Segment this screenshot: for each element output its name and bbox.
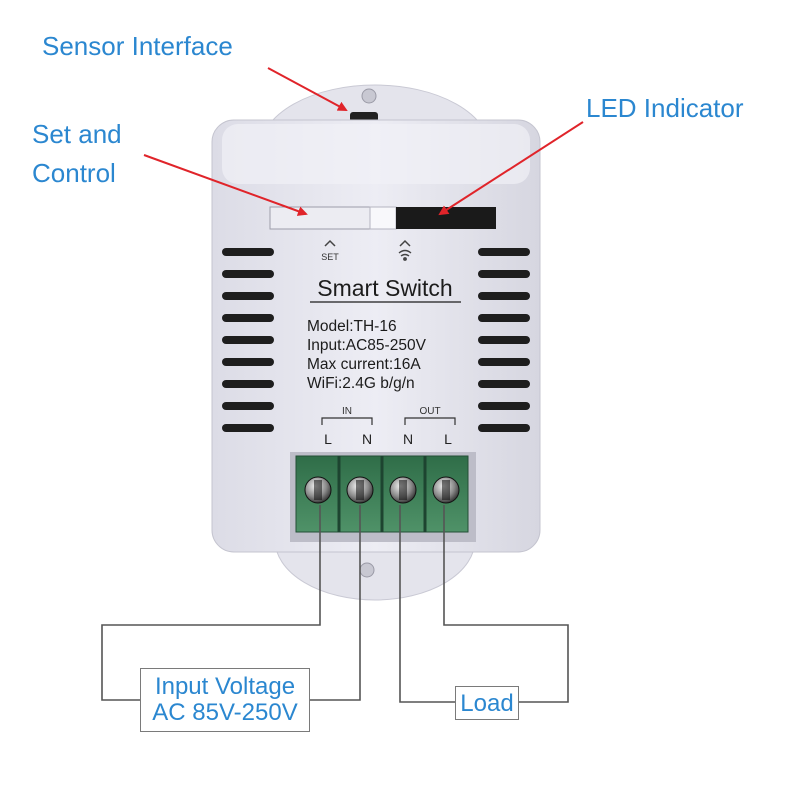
terminal-label-in-l: L bbox=[324, 431, 332, 447]
wire-in-n bbox=[310, 505, 361, 701]
led-window bbox=[396, 207, 496, 229]
spec-max-current: Max current:16A bbox=[307, 356, 421, 373]
wiring bbox=[101, 505, 569, 703]
input-voltage-line2: AC 85V-250V bbox=[152, 699, 298, 726]
input-voltage-line1: Input Voltage bbox=[154, 673, 296, 700]
callout-arrows bbox=[143, 67, 584, 216]
set-label: SET bbox=[321, 252, 339, 262]
spec-wifi: WiFi:2.4G b/g/n bbox=[307, 375, 415, 392]
terminal-dividers bbox=[337, 456, 427, 532]
device-title: Smart Switch bbox=[317, 275, 452, 301]
wifi-icon bbox=[398, 249, 412, 261]
set-chevron-icon bbox=[324, 239, 336, 247]
in-bracket bbox=[321, 417, 373, 425]
callout-led-indicator: LED Indicator bbox=[586, 93, 744, 123]
terminal-screws[interactable] bbox=[304, 476, 460, 504]
arrow-sensor-interface bbox=[267, 67, 348, 111]
button-gap bbox=[369, 206, 397, 230]
load-box: Load bbox=[455, 686, 519, 720]
arrow-led-indicator bbox=[438, 121, 584, 216]
load-label: Load bbox=[460, 690, 514, 717]
callout-control: Control bbox=[32, 158, 116, 188]
screw-in-l-icon[interactable] bbox=[304, 476, 332, 504]
set-button[interactable] bbox=[269, 206, 371, 230]
mounting-hole-bottom bbox=[359, 562, 375, 578]
wire-in-l bbox=[101, 505, 321, 701]
callout-set-and: Set and bbox=[32, 119, 122, 149]
screw-in-n-icon[interactable] bbox=[346, 476, 374, 504]
wire-out-l bbox=[443, 505, 569, 703]
terminal-label-in-n: N bbox=[362, 431, 372, 447]
spec-model: Model:TH-16 bbox=[307, 318, 397, 335]
device-top-face bbox=[222, 124, 530, 184]
wire-out-n bbox=[399, 505, 455, 703]
wifi-chevron-icon bbox=[399, 239, 411, 247]
vents-right bbox=[478, 248, 530, 432]
arrow-set-control bbox=[143, 154, 308, 216]
in-label: IN bbox=[342, 406, 352, 417]
spec-input: Input:AC85-250V bbox=[307, 337, 427, 354]
out-bracket bbox=[404, 417, 456, 425]
mounting-hole-top bbox=[361, 88, 377, 104]
screw-out-l-icon[interactable] bbox=[432, 476, 460, 504]
screw-out-n-icon[interactable] bbox=[389, 476, 417, 504]
out-label: OUT bbox=[419, 406, 440, 417]
terminal-label-out-l: L bbox=[444, 431, 452, 447]
terminal-label-out-n: N bbox=[403, 431, 413, 447]
input-voltage-box: Input Voltage AC 85V-250V bbox=[140, 668, 310, 732]
callout-sensor-interface: Sensor Interface bbox=[42, 31, 233, 61]
vents-left bbox=[222, 248, 274, 432]
